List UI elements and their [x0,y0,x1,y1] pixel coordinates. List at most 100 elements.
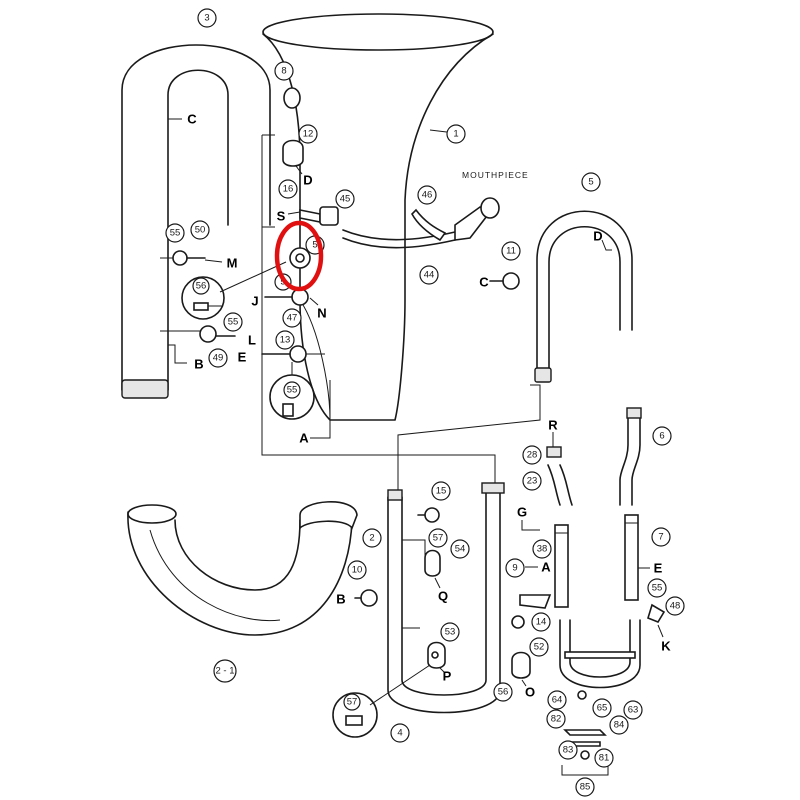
callout-6: 6 [652,426,672,446]
svg-text:63: 63 [628,705,639,716]
svg-text:D: D [593,229,602,244]
callout-45: 45 [335,189,355,209]
connector-J: J [251,294,258,309]
connector-K: K [657,624,671,654]
svg-text:47: 47 [287,313,298,324]
svg-text:50: 50 [195,225,206,236]
svg-text:85: 85 [580,782,591,793]
tube-5-part [489,210,633,383]
callout-55-c: 55 [283,381,301,399]
part-callouts: 3 8 1 12 16 45 46 44 5 5 55 50 56 5 47 5… [165,8,685,797]
svg-text:2 - 1: 2 - 1 [215,666,234,677]
svg-text:82: 82 [551,714,562,725]
svg-text:Q: Q [438,589,448,604]
callout-49: 49 [208,348,228,368]
svg-text:49: 49 [213,353,224,364]
svg-text:55: 55 [170,228,181,239]
callout-56-a: 56 [192,277,210,295]
svg-text:10: 10 [352,565,363,576]
svg-text:3: 3 [204,13,209,24]
callout-38: 38 [532,539,552,559]
mouthpiece-label: MOUTHPIECE [462,170,529,180]
callout-23: 23 [522,471,542,491]
svg-text:11: 11 [506,246,516,257]
svg-text:4: 4 [397,728,402,739]
highlight-circle [274,220,324,292]
connector-E-right: E [638,561,663,576]
svg-text:9: 9 [512,563,517,574]
callout-14: 14 [531,612,551,632]
svg-text:A: A [299,431,309,446]
svg-text:56: 56 [498,687,509,698]
svg-text:16: 16 [283,184,294,195]
callout-64: 64 [547,690,567,710]
callout-52-b: 52 [529,637,549,657]
callout-54: 54 [450,539,470,559]
svg-text:57: 57 [433,533,444,544]
connector-D-top: D [295,165,313,188]
callout-13: 13 [275,330,295,350]
callout-15: 15 [431,481,451,501]
svg-text:56: 56 [196,281,207,292]
svg-text:A: A [541,560,551,575]
callout-44: 44 [419,265,439,285]
svg-text:B: B [194,357,203,372]
valve-caps [172,87,500,420]
svg-text:E: E [238,350,247,365]
connector-G: G [517,505,540,531]
callout-3: 3 [197,8,217,28]
svg-text:5: 5 [312,240,317,251]
svg-text:15: 15 [436,486,447,497]
svg-text:N: N [317,306,326,321]
svg-text:E: E [654,561,663,576]
connector-L: L [248,333,256,348]
connector-A-right: A [525,560,551,575]
svg-text:28: 28 [527,450,538,461]
svg-text:13: 13 [280,335,291,346]
svg-text:5: 5 [588,177,593,188]
callout-56-b: 56 [493,682,513,702]
svg-text:7: 7 [658,532,663,543]
svg-text:M: M [227,256,238,271]
svg-text:J: J [251,294,258,309]
svg-text:45: 45 [340,194,351,205]
svg-text:83: 83 [563,745,574,756]
connector-S: S [277,209,301,224]
callout-55-d: 55 [647,578,667,598]
svg-text:L: L [248,333,256,348]
connector-D-right: D [593,229,612,251]
connector-Q: Q [434,577,448,604]
bell-part [262,13,494,421]
connector-A-left: A [299,431,309,446]
callout-84: 84 [609,715,629,735]
svg-text:55: 55 [287,385,298,396]
callout-11: 11 [501,241,521,261]
svg-text:8: 8 [281,66,286,77]
svg-text:1: 1 [453,129,458,140]
callout-57-b: 57 [343,693,361,711]
svg-text:55: 55 [228,317,239,328]
svg-text:12: 12 [303,129,314,140]
callout-2-1: 2 - 1 [213,659,237,683]
svg-text:C: C [479,275,489,290]
connector-O: O [521,679,535,700]
callout-55-a: 55 [165,223,185,243]
callout-81: 81 [594,748,614,768]
callout-9: 9 [505,558,525,578]
callout-7: 7 [651,527,671,547]
callout-48: 48 [665,596,685,616]
svg-text:81: 81 [599,753,610,764]
callout-28: 28 [522,445,542,465]
callout-46: 46 [417,185,437,205]
callout-10: 10 [347,560,367,580]
connector-N: N [309,297,327,321]
connector-R: R [548,418,558,447]
svg-text:44: 44 [424,270,435,281]
svg-text:55: 55 [652,583,663,594]
svg-text:57: 57 [347,697,358,708]
svg-text:14: 14 [536,617,547,628]
callout-12: 12 [298,124,318,144]
tube-3-part [121,44,271,399]
callout-63: 63 [623,700,643,720]
